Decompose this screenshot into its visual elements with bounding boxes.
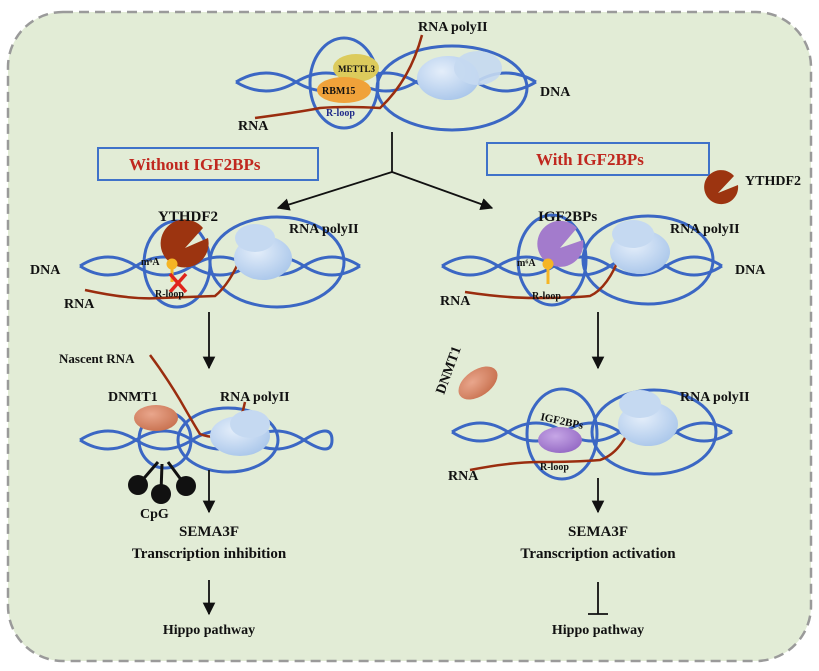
left-bottom-transcription-bubble: [176, 406, 280, 474]
left-rna-polyii-label: RNA polyII: [289, 222, 359, 237]
top-rna-polymerase-icon-lobe: [454, 51, 502, 85]
mettl3-label: METTL3: [338, 64, 376, 74]
left-rna-label: RNA: [64, 297, 95, 312]
left-dna-label: DNA: [30, 263, 61, 278]
right-m6a-label: m⁶A: [517, 258, 536, 269]
right-r-loop-label: R-loop: [532, 291, 561, 302]
cpg-methyl-icon-3: [176, 476, 196, 496]
left-gene-label: SEMA3F: [179, 524, 239, 540]
left-bottom-rna-polymerase-icon-lobe: [230, 410, 270, 438]
left-red-x-icon: [168, 272, 188, 294]
right-outcome-label: Transcription activation: [520, 546, 676, 562]
right-bottom-r-loop-bubble: [525, 387, 599, 481]
left-rna-strand: [84, 231, 252, 300]
right-middle-complex: YTHDF2 IGF2BPs RNA polyII DNA RNA m⁶A R-…: [440, 170, 801, 309]
top-dna-label: DNA: [540, 85, 571, 100]
left-bottom-complex: Nascent RNA DNMT1 RNA polyII CpG: [59, 351, 334, 522]
nascent-rna-label: Nascent RNA: [59, 351, 135, 366]
left-middle-complex: YTHDF2 RNA polyII DNA RNA m⁶A R-loop: [30, 209, 361, 312]
right-bottom-rna-polymerase-icon-lobe: [619, 390, 661, 418]
right-igf2bp-pacman-icon: [537, 220, 584, 267]
top-rna-polyii-label: RNA polyII: [418, 20, 488, 35]
left-transcription-bubble: [208, 215, 346, 309]
right-dnmt1-oval-enzyme-icon: [458, 366, 498, 400]
right-pathway-inhibition-bar: [588, 582, 608, 615]
mettl3-icon: [333, 54, 379, 82]
left-outcome-label: Transcription inhibition: [132, 546, 287, 562]
left-m6a-label: m⁶A: [141, 257, 160, 268]
right-bottom-r-loop-label: R-loop: [540, 462, 569, 473]
right-rna-polyii-label: RNA polyII: [670, 222, 740, 237]
left-ythdf2-label: YTHDF2: [158, 209, 218, 225]
right-bottom-igf2bp-oval-icon: [538, 427, 582, 453]
cpg-label: CpG: [140, 507, 169, 522]
right-m6a-icon: [542, 258, 554, 270]
without-igf2bps-label: Without IGF2BPs: [129, 155, 261, 174]
left-bottom-rna-polyii-label: RNA polyII: [220, 390, 290, 405]
left-pathway-label: Hippo pathway: [163, 623, 255, 638]
left-dnmt1-oval-enzyme-icon: [134, 405, 178, 431]
left-rna-polymerase-icon-lobe: [235, 224, 275, 252]
right-r-loop-bubble: [516, 213, 588, 307]
left-dnmt1-label: DNMT1: [108, 390, 158, 405]
left-r-loop-label: R-loop: [155, 289, 184, 300]
with-igf2bps-box: [486, 142, 710, 176]
right-bottom-complex: DNMT1 IGF2BPs RNA polyII RNA R-loop: [434, 344, 750, 484]
right-rna-label: RNA: [440, 294, 471, 309]
right-transcription-bubble: [581, 214, 715, 306]
right-dna-label: DNA: [735, 263, 766, 278]
right-rna-polymerase-icon-lobe: [612, 220, 654, 248]
left-ythdf2-pacman-icon: [160, 219, 209, 268]
rbm15-label: RBM15: [322, 86, 355, 97]
right-gene-label: SEMA3F: [568, 524, 628, 540]
right-bottom-transcription-bubble: [590, 388, 718, 476]
with-igf2bps-label: With IGF2BPs: [536, 150, 644, 169]
cpg-methyl-icon-2: [151, 484, 171, 504]
without-igf2bps-box: [97, 147, 319, 181]
rbm15-icon: [317, 77, 371, 103]
background-panel: [6, 10, 813, 663]
left-dna-helix: [79, 255, 361, 277]
top-r-loop-label: R-loop: [326, 108, 355, 119]
right-ythdf2-pacman-icon: [704, 170, 739, 205]
cpg-methyl-icon-1: [128, 475, 148, 495]
right-bottom-rna-polyii-label: RNA polyII: [680, 390, 750, 405]
branch-arrows: [276, 132, 494, 211]
top-rna-label: RNA: [238, 119, 269, 134]
top-transcription-bubble: [375, 44, 529, 132]
right-pathway-label: Hippo pathway: [552, 623, 644, 638]
right-ythdf2-label: YTHDF2: [745, 174, 801, 189]
right-igf2bps-label: IGF2BPs: [538, 209, 597, 225]
top-rna-strand: [254, 34, 424, 120]
right-bottom-rna-label: RNA: [448, 469, 479, 484]
left-m6a-icon: [166, 258, 178, 270]
right-rna-strand: [464, 237, 628, 300]
right-bottom-rna-strand: [469, 407, 639, 472]
top-complex: METTL3 RBM15 R-loop RNA polyII DNA RNA: [235, 20, 571, 134]
